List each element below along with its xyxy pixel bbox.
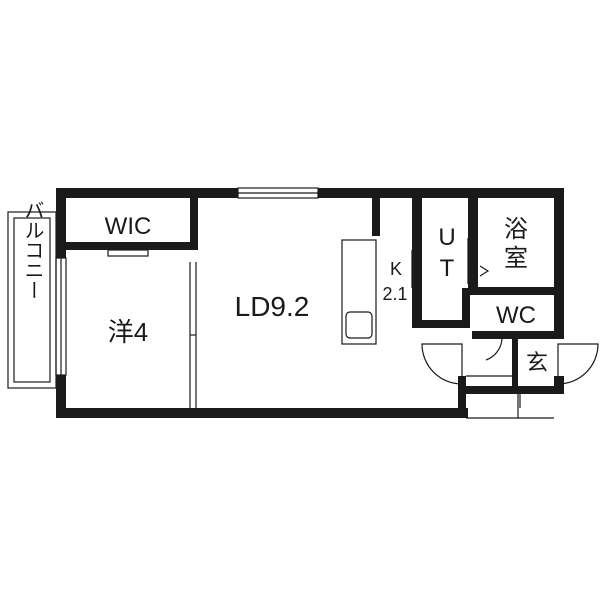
kitchen-counter xyxy=(341,239,377,345)
wall-kitchen-stub xyxy=(372,188,380,236)
kitchen-letter-label: K xyxy=(390,259,402,279)
outer-wall-left-lower xyxy=(56,375,66,418)
toilet-label: WC xyxy=(496,302,536,329)
bath-label-line1: 浴 xyxy=(504,216,528,243)
wc-door-swing xyxy=(478,337,503,361)
wall-ut-right-lower xyxy=(462,288,470,328)
balcony-inner xyxy=(13,217,51,383)
kitchen-sink xyxy=(345,311,373,339)
wall-ut-bottom xyxy=(412,320,470,328)
utility-u-label: U xyxy=(438,224,455,251)
wall-wc-bottom xyxy=(472,331,564,339)
outer-wall-right xyxy=(554,188,564,338)
entrance-door-swing-left xyxy=(421,343,463,385)
wic-label: WIC xyxy=(105,213,152,240)
wall-bath-left xyxy=(468,188,478,292)
room-labels: WIC 洋4 LD9.2 K 2.1 U T 浴 室 WC 玄 バルコニー xyxy=(21,200,548,375)
balcony-label: バルコニー xyxy=(21,200,43,300)
kitchen-size-label: 2.1 xyxy=(382,284,407,304)
wall-wic-right xyxy=(190,188,198,250)
entrance-label: 玄 xyxy=(526,350,548,375)
wic-opening xyxy=(107,249,149,257)
wall-entrance-left xyxy=(458,376,466,418)
utility-t-label: T xyxy=(440,255,455,282)
western-room-label: 洋4 xyxy=(108,317,148,347)
wall-entrance-right xyxy=(554,376,564,394)
outer-wall-top-left xyxy=(56,188,238,198)
bath-label-line2: 室 xyxy=(504,245,528,272)
bath-door-arrow xyxy=(479,265,490,277)
wall-entrance-mid xyxy=(512,338,518,394)
wall-entrance-bottom xyxy=(458,386,564,394)
balcony-outline xyxy=(7,211,57,389)
wall-bath-bottom xyxy=(468,287,564,295)
outer-wall-left-upper xyxy=(56,188,66,258)
outer-wall-bottom xyxy=(56,408,468,418)
outer-wall-top-right xyxy=(318,188,564,198)
walls xyxy=(56,188,564,418)
wall-wic-bottom xyxy=(56,242,198,250)
fixtures xyxy=(7,187,599,419)
wall-ut-left xyxy=(412,188,422,328)
living-dining-label: LD9.2 xyxy=(235,291,310,322)
entrance-door-swing-right xyxy=(557,343,599,385)
